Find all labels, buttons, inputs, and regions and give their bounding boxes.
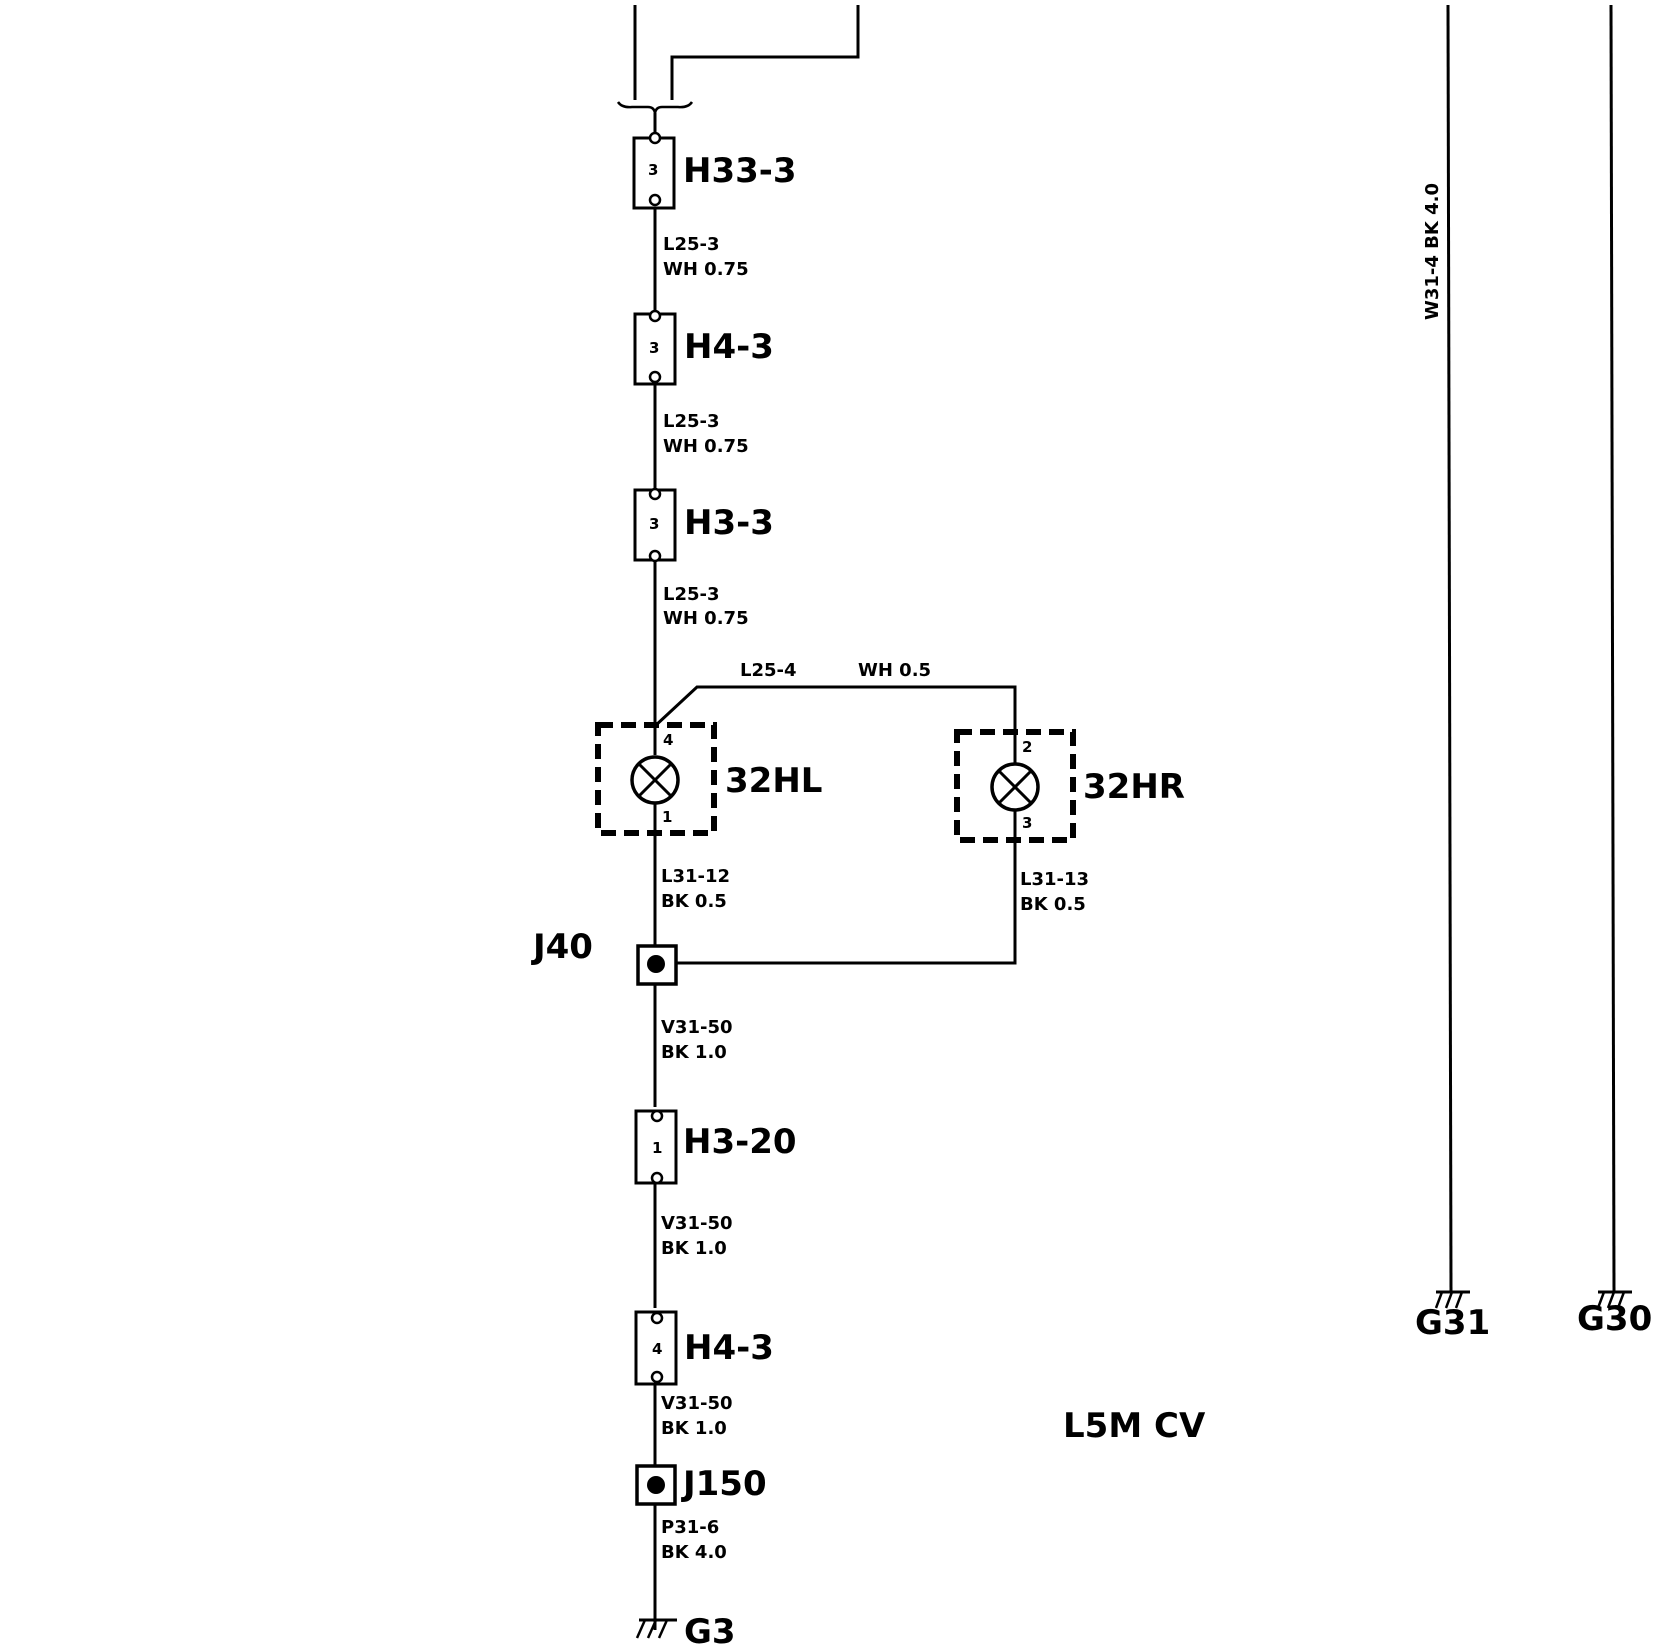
connector-h4-3-bottom: 4 H4-3 [634, 1310, 774, 1386]
wire-id: L25-3 [663, 584, 720, 605]
wire-spec: WH 0.75 [663, 259, 749, 280]
junction-j150: J150 [635, 1464, 767, 1506]
wire-id: V31-50 [661, 1213, 733, 1234]
connector-h33-3: 3 H33-3 [632, 131, 797, 210]
ground-label: G3 [684, 1612, 736, 1648]
wire-spec: BK 1.0 [661, 1042, 727, 1063]
connector-label: H3-3 [684, 503, 774, 543]
connector-label: H4-3 [684, 327, 774, 367]
connector-pin: 4 [652, 1340, 662, 1358]
wire-id: P31-6 [661, 1517, 719, 1538]
wire-id: V31-50 [661, 1017, 733, 1038]
ground-label: G31 [1415, 1303, 1490, 1343]
connector-label: H3-20 [683, 1122, 797, 1162]
junction-label: J150 [681, 1464, 767, 1504]
wire-vertical-label: W31-4 BK 4.0 [1422, 183, 1443, 320]
wire-spec: BK 0.5 [1020, 894, 1086, 915]
connector-pin: 3 [649, 515, 659, 533]
harness-brace [616, 101, 694, 114]
wire-spec: BK 1.0 [661, 1238, 727, 1259]
connector-h3-20: 1 H3-20 [634, 1109, 797, 1185]
wire-spec: BK 0.5 [661, 891, 727, 912]
connector-pin: 1 [652, 1139, 662, 1157]
wire-spec: BK 1.0 [661, 1418, 727, 1439]
lamp-pin-bottom: 3 [1022, 814, 1032, 832]
connector-h4-3-top: 3 H4-3 [633, 309, 774, 386]
junction-j40: J40 [531, 927, 678, 986]
lamp-pin-bottom: 1 [662, 808, 672, 826]
ground-g3: G3 [635, 1612, 736, 1648]
connector-h3-3: 3 H3-3 [633, 487, 774, 563]
lamp-pin-top: 4 [663, 731, 673, 749]
lamp-32hl: 4 1 32HL [595, 722, 822, 836]
incoming-wires [616, 5, 860, 138]
ground-label: G30 [1577, 1299, 1652, 1339]
wire-id: L31-12 [661, 866, 730, 887]
lamp-label: 32HR [1083, 767, 1185, 807]
lamp-pin-top: 2 [1022, 738, 1032, 756]
wire-id: V31-50 [661, 1393, 733, 1414]
junction-label: J40 [531, 927, 593, 967]
wire-spec: BK 4.0 [661, 1542, 727, 1563]
wire-g30 [1609, 4, 1616, 1293]
wire-id: L31-13 [1020, 869, 1089, 890]
lamp-32hr: 2 3 32HR [954, 729, 1185, 843]
connector-pin: 3 [648, 161, 658, 179]
connector-label: H33-3 [683, 151, 797, 191]
ground-g31: G31 [1415, 1290, 1490, 1343]
wire-id: L25-3 [663, 411, 720, 432]
wire-id: L25-4 [740, 660, 797, 681]
branch-wire-l25-4: L25-4 WH 0.5 [653, 660, 1017, 732]
variant-label: L5M CV [1063, 1406, 1206, 1446]
wire-spec: WH 0.5 [858, 660, 931, 681]
ground-g30: G30 [1577, 1290, 1652, 1339]
wire-spec: WH 0.75 [663, 436, 749, 457]
wire-spec: WH 0.75 [663, 608, 749, 629]
connector-label: H4-3 [684, 1328, 774, 1368]
connector-pin: 3 [649, 339, 659, 357]
wire-w31-4: W31-4 BK 4.0 [1422, 4, 1453, 1293]
lamp-label: 32HL [725, 761, 822, 801]
wire-id: L25-3 [663, 234, 720, 255]
